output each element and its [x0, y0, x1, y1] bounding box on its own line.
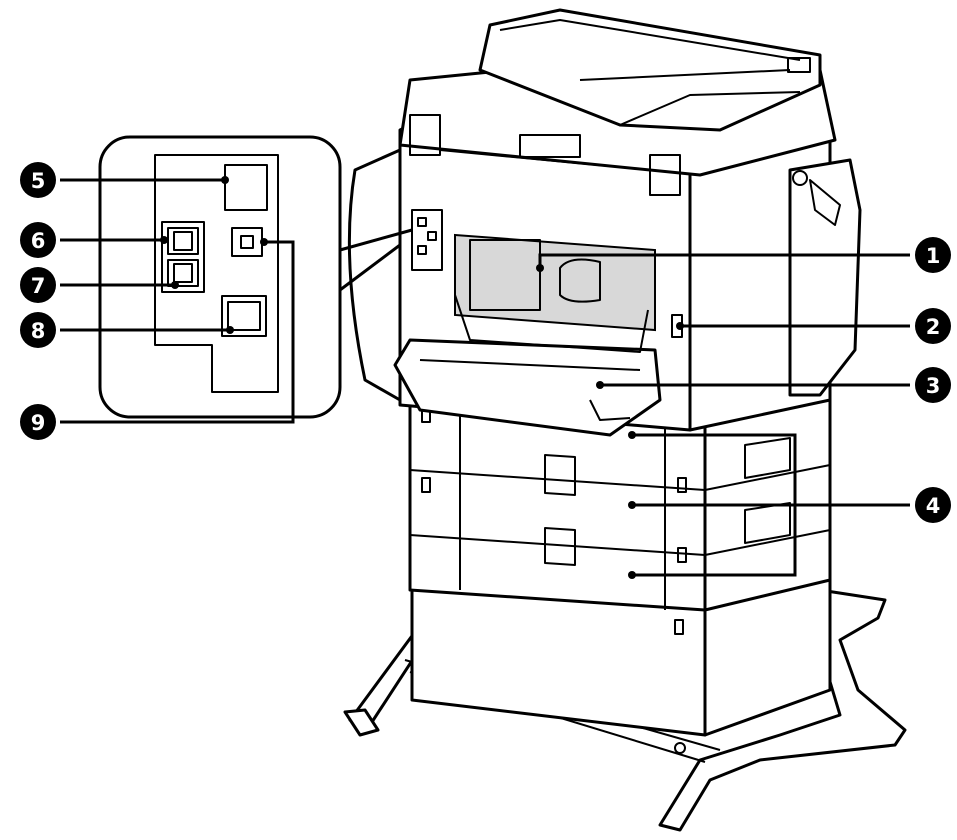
svg-text:4: 4	[926, 494, 941, 518]
leader-dot-1	[536, 264, 544, 272]
svg-text:2: 2	[926, 315, 941, 339]
svg-text:7: 7	[31, 274, 46, 298]
callout-7: 7	[20, 267, 56, 303]
scanner-top	[398, 8, 837, 196]
svg-text:6: 6	[31, 229, 46, 253]
callout-6: 6	[20, 222, 56, 258]
callout-5: 5	[20, 162, 56, 198]
callout-4: 4	[915, 487, 951, 523]
callouts: 1 2 3 4 5 6 7 8	[20, 162, 951, 523]
interface-inset	[98, 135, 413, 419]
main-body	[347, 93, 862, 437]
leader-dot-5	[221, 176, 229, 184]
leader-dot-4b	[628, 501, 636, 509]
svg-text:5: 5	[31, 169, 46, 193]
leader-dot-3	[596, 381, 604, 389]
svg-text:8: 8	[31, 319, 46, 343]
callout-1: 1	[915, 237, 951, 273]
svg-text:9: 9	[31, 411, 46, 435]
callout-8: 8	[20, 312, 56, 348]
leader-dot-4c	[628, 571, 636, 579]
leader-dot-2	[676, 322, 684, 330]
leader-4	[632, 433, 910, 577]
telephone-ports	[161, 221, 205, 293]
callout-3: 3	[915, 367, 951, 403]
leader-dot-4a	[628, 431, 636, 439]
leader-dot-8	[226, 326, 234, 334]
leader-9	[60, 240, 295, 424]
callout-9: 9	[20, 404, 56, 440]
lan-port	[221, 295, 267, 337]
leader-1	[538, 253, 910, 268]
fax-line-port	[224, 164, 268, 211]
callout-2: 2	[915, 308, 951, 344]
paper-cassettes	[408, 393, 832, 612]
leader-dot-9	[260, 238, 268, 246]
svg-text:3: 3	[926, 374, 941, 398]
svg-text:1: 1	[926, 244, 941, 268]
leader-lines	[60, 176, 910, 579]
leader-dot-6	[160, 236, 168, 244]
leader-dot-7	[171, 281, 179, 289]
printer-illustration	[343, 8, 907, 832]
